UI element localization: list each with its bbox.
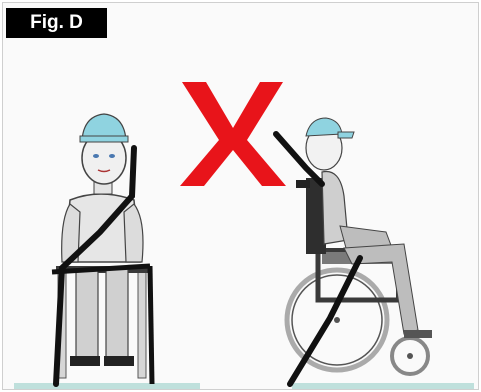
ground-left [14,383,200,389]
ground-right [292,383,474,389]
wheelchair-front-view-icon [52,114,152,384]
wheelchair-side-view-icon [276,118,432,384]
wrong-cross-icon [180,82,286,186]
